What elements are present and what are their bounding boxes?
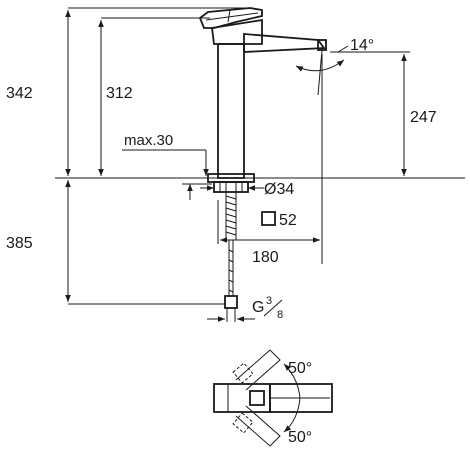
dim-180-label: 180 [252,249,279,266]
below-deck-assembly [213,181,249,322]
dim-385-label: 385 [6,235,33,252]
dim-312-label: 312 [106,85,133,102]
body-top [210,18,263,45]
hose-fitting [224,295,238,309]
angle-top-label: 50° [288,360,312,377]
dim-247 [330,51,410,176]
dim-342 [65,7,250,176]
dim-342-label: 342 [6,85,33,102]
square-icon [261,211,276,226]
dim-spout-angle-label: 14° [350,37,374,54]
spout [243,33,326,53]
column [217,43,245,179]
dim-180 [217,54,323,264]
dim-connection-numerator: 3 [266,295,272,307]
dim-spout-angle [295,45,349,96]
dim-square-label: 52 [279,212,297,229]
dim-247-label: 247 [410,109,437,126]
lever-rotation-up [235,349,281,391]
dim-max30-label: max.30 [124,132,173,149]
lever-rotation-down [235,405,281,447]
dim-312 [98,17,210,176]
dim-diameter-label: Ø34 [264,181,294,198]
dim-max30 [122,149,212,200]
lever-handle [198,7,263,29]
angle-bottom-label: 50° [288,429,312,446]
top-view-body [213,383,271,413]
top-view-handle-inner [249,390,265,406]
dim-connection-g: G [252,299,264,316]
dim-connection-denominator: 8 [277,309,283,321]
dim-385 [65,180,226,305]
mounting-nut [213,181,249,193]
faucet-body [198,7,327,183]
top-view [213,349,333,447]
